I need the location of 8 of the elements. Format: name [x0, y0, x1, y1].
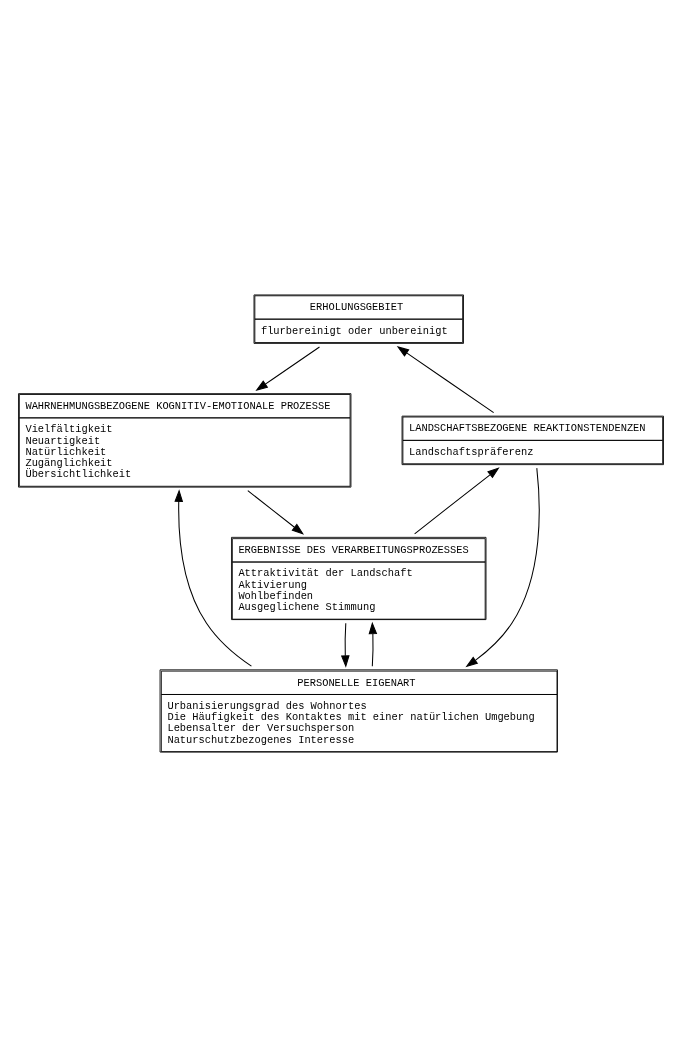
- arrow: [255, 346, 320, 391]
- arrow: [368, 621, 378, 667]
- arrow: [465, 467, 540, 668]
- arrow: [340, 622, 350, 668]
- arrow: [247, 490, 305, 535]
- arrow: [174, 489, 252, 667]
- arrow: [396, 346, 495, 414]
- arrow: [414, 467, 500, 535]
